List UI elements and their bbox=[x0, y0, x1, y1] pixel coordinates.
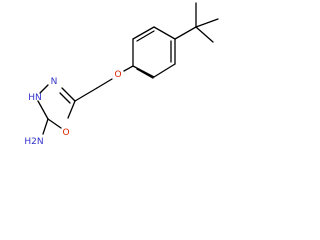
structure-diagram: N HN O O H2N bbox=[0, 0, 225, 159]
bond-ar4-cq bbox=[174, 26, 197, 40]
bond-ar4-ar5 bbox=[153, 26, 176, 40]
bond-c2-o1 bbox=[47, 118, 62, 129]
bond-ar5-ar6-inner bbox=[136, 30, 155, 42]
bond-ar1-ar2-inner bbox=[136, 68, 154, 79]
atom-o-ether: O bbox=[114, 70, 121, 80]
bond-o1-c5 bbox=[67, 100, 76, 119]
bond-c5-ch2 bbox=[74, 87, 98, 102]
bond-c2-nh2 bbox=[42, 118, 49, 135]
molecule-drawing: N HN O O H2N bbox=[24, 2, 219, 147]
atom-nh-ring: HN bbox=[28, 93, 42, 103]
atom-n-ring: N bbox=[51, 77, 58, 87]
bond-ar1-ar2 bbox=[132, 65, 155, 78]
atom-amine: H2N bbox=[24, 137, 43, 147]
bond-ar2-ar3 bbox=[153, 63, 176, 78]
bond-cq-me3 bbox=[195, 18, 219, 28]
bond-n4-n3 bbox=[39, 84, 49, 94]
bond-o-aryl bbox=[123, 65, 134, 72]
bond-n3-c2 bbox=[37, 100, 49, 120]
bond-ar5-ar6 bbox=[132, 26, 155, 40]
bond-c5-n4-double bbox=[59, 92, 71, 104]
bond-cq-me2 bbox=[195, 26, 214, 43]
bond-ch2-o bbox=[96, 78, 113, 89]
atom-o-ring: O bbox=[62, 128, 69, 138]
bond-c5-n4 bbox=[61, 87, 76, 102]
